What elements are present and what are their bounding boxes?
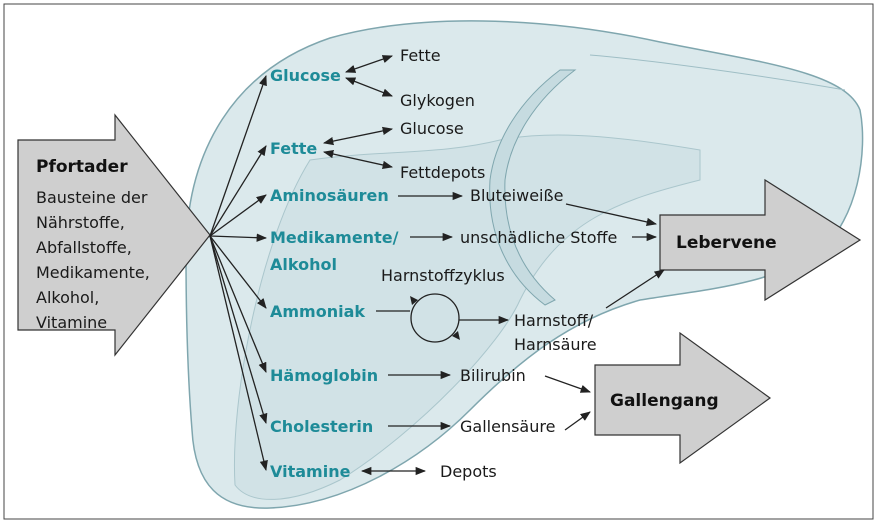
- product-depots: Depots: [440, 462, 497, 481]
- pfortader-title: Pfortader: [36, 157, 128, 177]
- nutrient-cholesterin: Cholesterin: [270, 417, 373, 436]
- product-glykogen: Glykogen: [400, 91, 475, 110]
- nutrient-glucose: Glucose: [270, 66, 341, 85]
- pfortader-line-2: Nährstoffe,: [36, 213, 125, 232]
- product-bluteiweisse: Bluteiweiße: [470, 186, 563, 205]
- nutrient-medikamente: Medikamente/: [270, 228, 399, 247]
- nutrient-aminosaeuren: Aminosäuren: [270, 186, 389, 205]
- product-harnsaeure: Harnsäure: [514, 335, 597, 354]
- product-gallensaeure: Gallensäure: [460, 417, 555, 436]
- pfortader-line-4: Medikamente,: [36, 263, 150, 282]
- pfortader-line-5: Alkohol,: [36, 288, 99, 307]
- output-gallengang: Gallengang: [610, 391, 719, 411]
- pfortader-line-1: Bausteine der: [36, 188, 148, 207]
- product-fettdepots: Fettdepots: [400, 163, 485, 182]
- product-glucose: Glucose: [400, 119, 464, 138]
- nutrient-vitamine: Vitamine: [270, 462, 351, 481]
- nutrient-ammoniak: Ammoniak: [270, 302, 365, 321]
- product-fette: Fette: [400, 46, 441, 65]
- product-harnstoff: Harnstoff/: [514, 311, 594, 330]
- product-harnstoffzyklus: Harnstoffzyklus: [381, 266, 505, 285]
- nutrient-haemoglobin: Hämoglobin: [270, 366, 378, 385]
- nutrient-fette: Fette: [270, 139, 317, 158]
- product-bilirubin: Bilirubin: [460, 366, 526, 385]
- output-lebervene: Lebervene: [676, 233, 777, 253]
- nutrient-alkohol: Alkohol: [270, 255, 337, 274]
- pfortader-line-6: Vitamine: [36, 313, 107, 332]
- product-unschaedliche-stoffe: unschädliche Stoffe: [460, 228, 617, 247]
- pfortader-line-3: Abfallstoffe,: [36, 238, 132, 257]
